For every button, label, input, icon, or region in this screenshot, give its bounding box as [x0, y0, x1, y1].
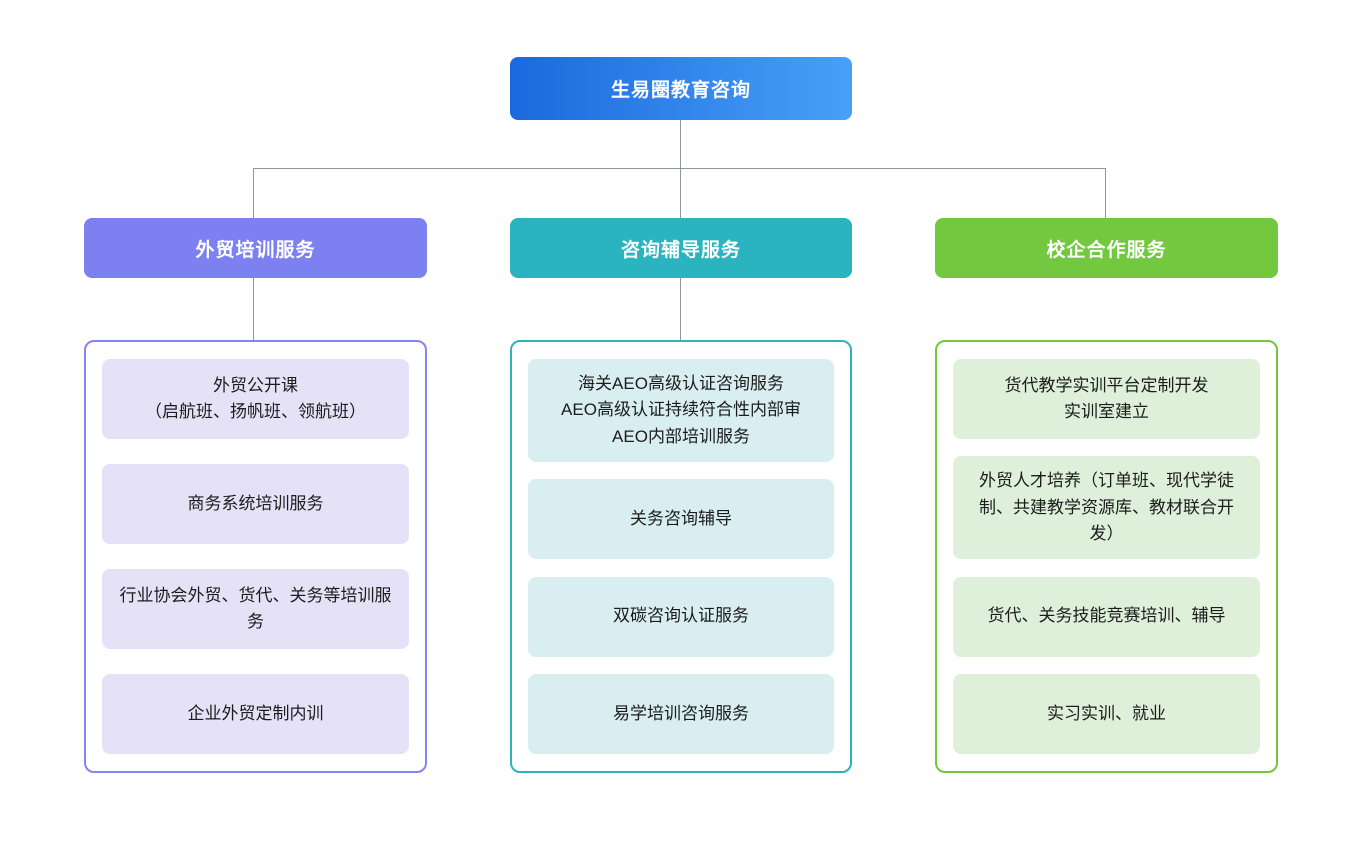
connector-horizontal [253, 168, 1106, 169]
org-item-text: （启航班、扬帆班、领航班） [145, 402, 366, 421]
org-item-text: 企业外贸定制内训 [187, 703, 324, 723]
org-item-text: 易学培训咨询服务 [613, 703, 749, 723]
org-item-text: 双碳咨询认证服务 [613, 606, 749, 626]
branch-container: 货代教学实训平台定制开发实训室建立外贸人才培养（订单班、现代学徒制、共建教学资源… [935, 340, 1278, 773]
org-item: 货代、关务技能竞赛培训、辅导 [953, 576, 1260, 657]
connector-branch-2-container [680, 277, 681, 341]
org-item-text: 外贸人才培养（订单班、现代学徒制、共建教学资源库、教材联合开发） [979, 471, 1234, 543]
org-item-text: 实训室建立 [1064, 402, 1149, 421]
org-item: 易学培训咨询服务 [528, 673, 834, 754]
org-item: 实习实训、就业 [953, 673, 1260, 754]
org-item: 外贸公开课 （启航班、扬帆班、领航班） [102, 359, 409, 439]
org-item-text: 商务系统培训服务 [187, 493, 324, 513]
org-item-text: AEO高级认证持续符合性内部审 [561, 400, 801, 420]
connector-drop-branch-1 [253, 168, 254, 219]
org-item-text: 货代教学实训平台定制开发 [1004, 375, 1209, 395]
org-item-text: 行业协会外贸、货代、关务等培训服务 [119, 585, 392, 631]
org-item-text: 外贸公开课 [213, 375, 298, 395]
org-item: 企业外贸定制内训 [102, 674, 409, 754]
org-item: 商务系统培训服务 [102, 464, 409, 544]
branch-header: 外贸培训服务 [84, 218, 427, 278]
org-item-text: AEO内部培训服务 [612, 426, 750, 446]
org-item-text: 关务咨询辅导 [630, 509, 732, 529]
org-item-text: 实习实训、就业 [1047, 703, 1166, 723]
root-node: 生易圈教育咨询 [510, 57, 852, 120]
branch-container: 海关AEO高级认证咨询服务 AEO高级认证持续符合性内部审 AEO内部培训服务关务咨… [510, 340, 852, 773]
org-item: 海关AEO高级认证咨询服务 AEO高级认证持续符合性内部审 AEO内部培训服务 [528, 359, 834, 463]
connector-branch-1-container [253, 277, 254, 341]
org-item: 关务咨询辅导 [528, 479, 834, 560]
connector-drop-branch-3 [1105, 168, 1106, 219]
connector-root-vertical [680, 120, 681, 169]
org-item-text: 海关AEO高级认证咨询服务 [578, 374, 784, 393]
org-item: 货代教学实训平台定制开发实训室建立 [953, 359, 1260, 439]
org-item-text: 货代、关务技能竞赛培训、辅导 [987, 606, 1226, 626]
branch-container: 外贸公开课 （启航班、扬帆班、领航班） 商务系统培训服务行业协会外贸、货代、关务等培… [84, 340, 427, 773]
branch-header: 咨询辅导服务 [510, 218, 852, 278]
org-item: 双碳咨询认证服务 [528, 576, 834, 657]
org-item: 外贸人才培养（订单班、现代学徒制、共建教学资源库、教材联合开发） [953, 456, 1260, 560]
org-item: 行业协会外贸、货代、关务等培训服务 [102, 569, 409, 649]
connector-drop-branch-2 [680, 168, 681, 219]
branch-header: 校企合作服务 [935, 218, 1278, 278]
